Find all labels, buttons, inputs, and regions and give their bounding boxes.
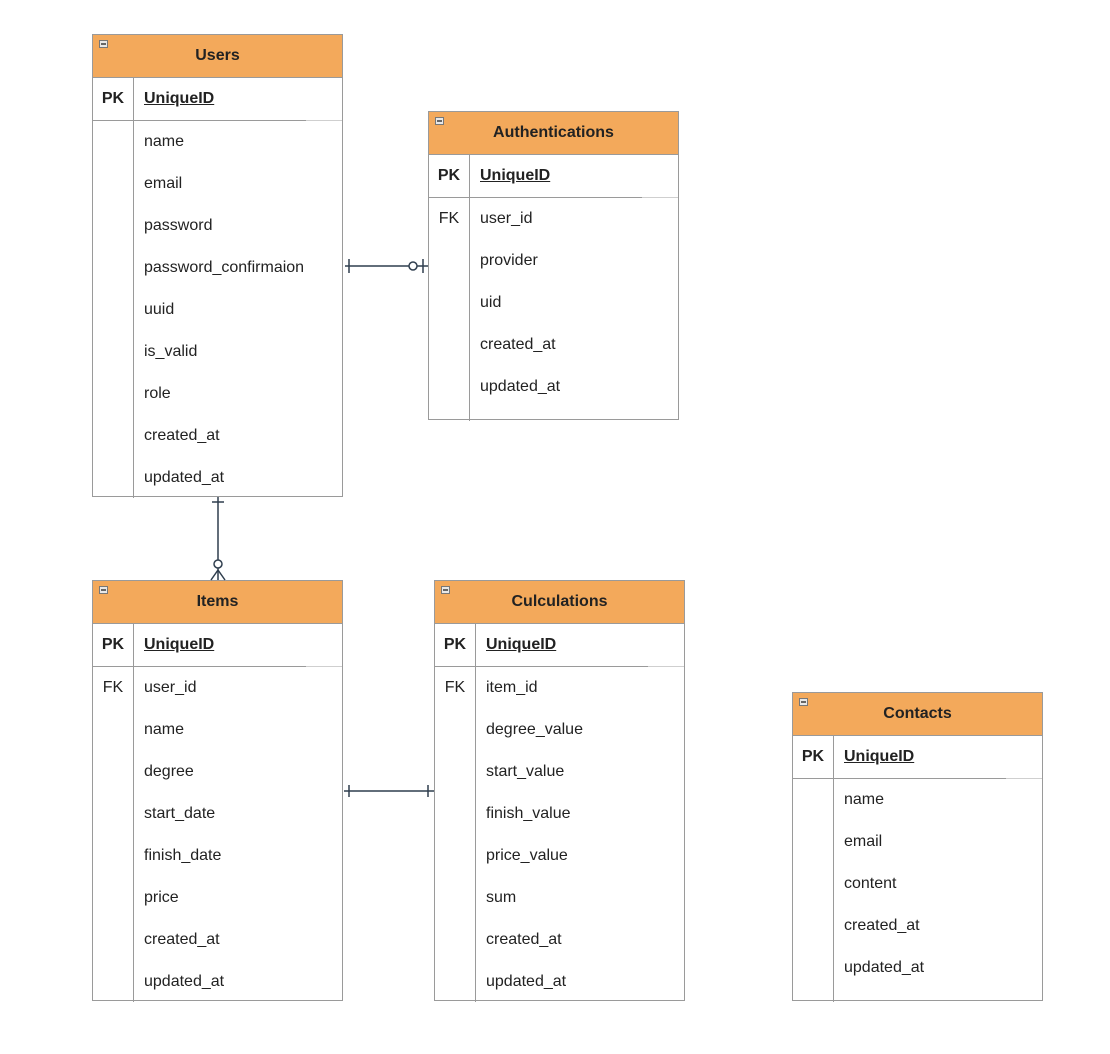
crows-foot-marker: [210, 568, 226, 581]
key-column: FK: [429, 198, 470, 421]
field-row[interactable]: item_id: [486, 679, 538, 696]
fk-label: FK: [444, 679, 466, 696]
entity-users[interactable]: Users PK UniqueID name email password pa…: [92, 34, 343, 498]
pk-label: PK: [435, 624, 476, 666]
pk-field: UniqueID: [486, 636, 557, 653]
field-row[interactable]: user_id: [480, 210, 533, 227]
pk-field: UniqueID: [844, 748, 915, 765]
field-row[interactable]: degree_value: [486, 721, 583, 738]
field-row[interactable]: updated_at: [844, 959, 925, 976]
field-row[interactable]: name: [844, 791, 885, 808]
field-row[interactable]: user_id: [144, 679, 197, 696]
field-row[interactable]: is_valid: [144, 343, 198, 360]
field-row[interactable]: role: [144, 385, 171, 402]
collapse-icon[interactable]: [99, 586, 108, 594]
field-row[interactable]: price_value: [486, 847, 568, 864]
field-row[interactable]: name: [144, 721, 185, 738]
primary-key-row[interactable]: PK UniqueID: [793, 736, 1042, 779]
collapse-icon[interactable]: [99, 40, 108, 48]
field-row[interactable]: sum: [486, 889, 517, 906]
field-row[interactable]: password: [144, 217, 213, 234]
pk-label: PK: [793, 736, 834, 778]
field-row[interactable]: email: [844, 833, 883, 850]
pk-label: PK: [93, 624, 134, 666]
entity-header-users[interactable]: Users: [93, 35, 342, 78]
entity-authentications[interactable]: Authentications PK UniqueID FK user_id p…: [428, 111, 679, 421]
field-row[interactable]: content: [844, 875, 897, 892]
field-row[interactable]: uid: [480, 294, 502, 311]
primary-key-row[interactable]: PK UniqueID: [435, 624, 684, 667]
collapse-icon[interactable]: [435, 117, 444, 125]
field-row[interactable]: name: [144, 133, 185, 150]
entity-contacts[interactable]: Contacts PK UniqueID name email content …: [792, 692, 1043, 1002]
primary-key-row[interactable]: PK UniqueID: [93, 78, 342, 121]
zero-marker: [408, 261, 418, 271]
pk-label: PK: [429, 155, 470, 197]
entity-title: Users: [195, 47, 240, 64]
field-row[interactable]: email: [144, 175, 183, 192]
fk-label: FK: [102, 679, 124, 696]
pk-label: PK: [93, 78, 134, 120]
collapse-icon[interactable]: [441, 586, 450, 594]
key-column: FK: [93, 667, 134, 1002]
pk-field: UniqueID: [480, 167, 551, 184]
entity-items[interactable]: Items PK UniqueID FK user_id name degree…: [92, 580, 343, 1002]
field-row[interactable]: finish_date: [144, 847, 222, 864]
relationship-users-authentications[interactable]: [345, 259, 428, 273]
pk-field: UniqueID: [144, 636, 215, 653]
field-row[interactable]: created_at: [144, 931, 220, 948]
field-row[interactable]: price: [144, 889, 179, 906]
field-row[interactable]: created_at: [486, 931, 562, 948]
entity-title: Culculations: [511, 593, 608, 610]
field-row[interactable]: uuid: [144, 301, 175, 318]
field-row[interactable]: updated_at: [480, 378, 561, 395]
relationship-items-culculations[interactable]: [344, 785, 434, 797]
field-row[interactable]: created_at: [144, 427, 220, 444]
entity-header-authentications[interactable]: Authentications: [429, 112, 678, 155]
field-row[interactable]: finish_value: [486, 805, 571, 822]
entity-culculations[interactable]: Culculations PK UniqueID FK item_id degr…: [434, 580, 685, 1002]
entity-header-contacts[interactable]: Contacts: [793, 693, 1042, 736]
collapse-icon[interactable]: [799, 698, 808, 706]
primary-key-row[interactable]: PK UniqueID: [429, 155, 678, 198]
entity-header-items[interactable]: Items: [93, 581, 342, 624]
entity-title: Authentications: [493, 124, 614, 141]
field-row[interactable]: provider: [480, 252, 538, 269]
pk-field: UniqueID: [144, 90, 215, 107]
entity-header-culculations[interactable]: Culculations: [435, 581, 684, 624]
field-row[interactable]: created_at: [480, 336, 556, 353]
field-row[interactable]: updated_at: [144, 469, 225, 486]
field-row[interactable]: created_at: [844, 917, 920, 934]
entity-title: Items: [196, 593, 239, 610]
fk-label: FK: [438, 210, 460, 227]
entity-title: Contacts: [883, 705, 952, 722]
relationship-users-items[interactable]: [210, 497, 226, 581]
field-row[interactable]: degree: [144, 763, 194, 780]
field-row[interactable]: start_date: [144, 805, 216, 822]
key-column: [793, 779, 834, 1002]
field-row[interactable]: password_confirmaion: [144, 259, 305, 276]
key-column: FK: [435, 667, 476, 1002]
primary-key-row[interactable]: PK UniqueID: [93, 624, 342, 667]
field-row[interactable]: updated_at: [486, 973, 567, 990]
zero-marker: [213, 559, 223, 569]
key-column: [93, 121, 134, 498]
field-row[interactable]: updated_at: [144, 973, 225, 990]
field-row[interactable]: start_value: [486, 763, 565, 780]
